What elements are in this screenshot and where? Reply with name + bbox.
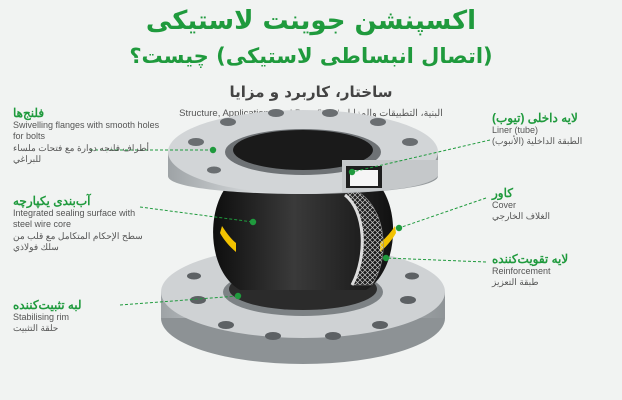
label-sealing-en: Integrated sealing surface with steel wi…	[13, 208, 136, 230]
label-flanges: فلنج‌ها Swivelling flanges with smooth h…	[13, 106, 163, 165]
label-flanges-en: Swivelling flanges with smooth holes for…	[13, 120, 160, 142]
label-rim-ar: حلقة التثبيت	[13, 323, 59, 334]
subtitle-arabic: البنية، التطبيقات والمزايا	[347, 108, 443, 119]
label-flanges-fa: فلنج‌ها	[13, 106, 45, 120]
label-flanges-ar: أطراف فلنجه دوارة مع فتحات ملساء للبراغي	[13, 142, 149, 164]
label-sealing-ar: سطح الإحكام المتكامل مع قلب من سلك فولاذ…	[13, 230, 143, 252]
label-liner-en: Liner (tube)	[492, 125, 539, 135]
label-liner-ar: الطبقة الداخلية (الأنبوب)	[492, 136, 583, 147]
label-sealing-fa: آب‌بندی یکپارچه	[13, 194, 91, 208]
label-rim-en: Stabilising rim	[13, 312, 70, 322]
page-title-line2: (اتصال انبساطی لاستیکی) چیست؟	[129, 44, 493, 68]
label-rim: لبه تثبیت‌کننده Stabilising rim حلقة الت…	[13, 298, 143, 335]
label-reinforcement-en: Reinforcement	[492, 266, 551, 276]
label-cover-ar: الغلاف الخارجي	[492, 211, 550, 222]
label-reinforcement-fa: لایه تقویت‌کننده	[492, 252, 569, 266]
rubber-body	[213, 178, 396, 290]
label-rim-fa: لبه تثبیت‌کننده	[13, 298, 82, 312]
callout-dots	[209, 146, 403, 300]
top-flange	[168, 109, 438, 194]
label-reinforcement-ar: طبقة التعزيز	[492, 277, 539, 288]
label-sealing: آب‌بندی یکپارچه Integrated sealing surfa…	[13, 194, 153, 253]
label-cover: کاور Cover الغلاف الخارجي	[492, 186, 617, 223]
label-cover-fa: کاور	[492, 186, 513, 200]
label-reinforcement: لایه تقویت‌کننده Reinforcement طبقة التع…	[492, 252, 617, 289]
page-title: اکسپنشن جوینت لاستیکی	[145, 6, 477, 36]
label-liner-fa: لایه داخلی (تیوب)	[492, 111, 578, 125]
callout-lines	[90, 139, 491, 306]
label-liner: لایه داخلی (تیوب) Liner (tube) الطبقة ال…	[492, 111, 617, 148]
page-subtitle: ساختار، کاربرد و مزایا	[229, 83, 393, 101]
label-cover-en: Cover	[492, 200, 517, 210]
